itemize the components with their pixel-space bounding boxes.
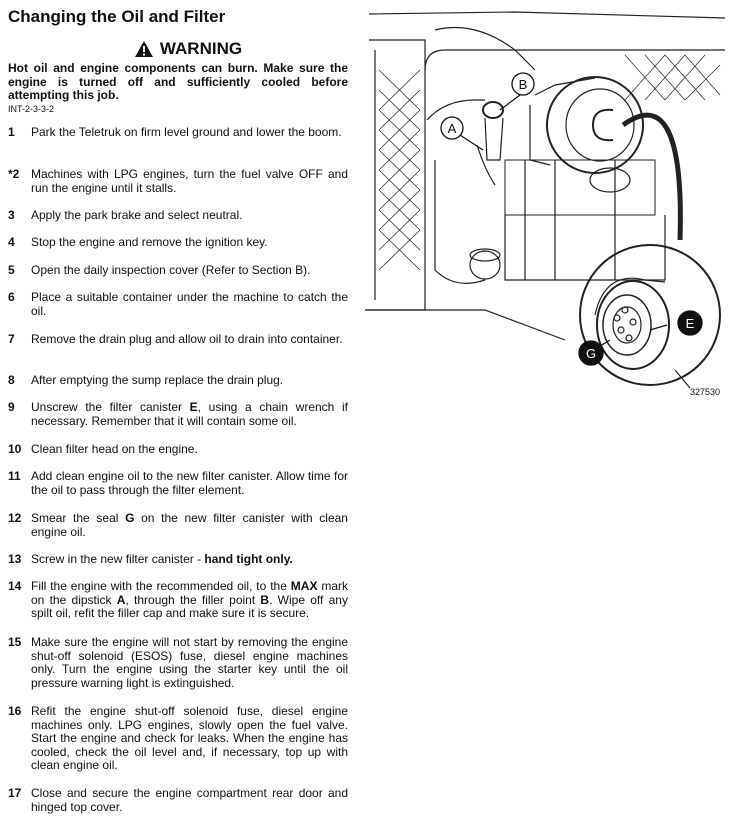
step-text: Machines with LPG engines, turn the fuel…: [31, 167, 348, 195]
step-text-run: Stop the engine and remove the ignition …: [31, 235, 268, 249]
engine-illustration: A B E G: [365, 11, 725, 389]
warning-label: WARNING: [159, 39, 243, 58]
step-item: 6 Place a suitable container under the ma…: [8, 290, 348, 318]
step-text-run: After emptying the sump replace the drai…: [31, 373, 284, 387]
step-text-run: , through the filler point: [125, 592, 261, 607]
step-text: Smear the seal G on the new filter canis…: [31, 511, 348, 539]
step-item: 11 Add clean engine oil to the new filter…: [8, 469, 348, 497]
step-number: 1: [8, 125, 15, 139]
step-text-run: . Wipe off any spilt oil, refit the fill…: [31, 592, 348, 620]
step-text-run: Screw in the new filter canister -: [31, 552, 205, 566]
step-text-run: Add clean engine oil to the new filter c…: [31, 469, 348, 497]
step-text-run: Machines with LPG engines, turn the fuel…: [31, 167, 348, 195]
step-item: 9 Unscrew the filter canister E, using a …: [8, 400, 348, 428]
step-number: 5: [8, 263, 15, 277]
step-number: 4: [8, 235, 15, 249]
step-number: 7: [8, 332, 15, 346]
step-text-run: Refit the engine shut-off solenoid fuse,…: [31, 704, 348, 772]
step-text: Fill the engine with the recommended oil…: [31, 579, 349, 621]
step-number: 16: [8, 704, 22, 718]
callout-g: G: [586, 346, 596, 361]
step-item: 4 Stop the engine and remove the ignition…: [8, 235, 348, 250]
step-number: 10: [8, 442, 22, 456]
step-item: 15 Make sure the engine will not start by…: [8, 635, 348, 690]
step-text-run: Apply the park brake and select neutral.: [31, 208, 243, 222]
step-text: After emptying the sump replace the drai…: [31, 373, 348, 388]
step-item: 3 Apply the park brake and select neutral…: [8, 208, 348, 223]
step-text: Place a suitable container under the mac…: [31, 290, 348, 318]
step-text: Park the Teletruk on firm level ground a…: [31, 125, 348, 140]
step-number: 17: [8, 786, 22, 800]
step-text: Add clean engine oil to the new filter c…: [31, 469, 348, 497]
step-text: Stop the engine and remove the ignition …: [31, 235, 348, 250]
step-text-run: Clean filter head on the engine.: [31, 442, 198, 456]
warning-triangle-icon: [134, 41, 153, 57]
step-text-run: Open the daily inspection cover (Refer t…: [31, 263, 311, 277]
step-text: Open the daily inspection cover (Refer t…: [31, 263, 348, 278]
step-text-run: , using a chain wrench if necessary. Rem…: [31, 400, 348, 428]
step-number: 3: [8, 208, 15, 222]
step-text: Apply the park brake and select neutral.: [31, 208, 348, 223]
step-text-run: Unscrew the filter canister: [31, 400, 190, 414]
step-text-bold: E: [189, 400, 198, 414]
step-number: 13: [8, 552, 22, 566]
step-text-bold: hand tight only.: [204, 552, 293, 566]
step-item: 13 Screw in the new filter canister - han…: [8, 552, 348, 567]
step-text: Screw in the new filter canister - hand …: [31, 552, 348, 567]
step-item: 16 Refit the engine shut-off solenoid fus…: [8, 704, 348, 773]
step-number: 8: [8, 373, 15, 387]
step-text-run: mark on the dipstick: [31, 579, 349, 607]
step-text: Close and secure the engine compartment …: [31, 786, 348, 814]
callout-b: B: [519, 77, 528, 92]
step-item: 17 Close and secure the engine compartmen…: [8, 786, 348, 814]
step-item: 10 Clean filter head on the engine.: [8, 442, 348, 457]
step-item: *2 Machines with LPG engines, turn the fu…: [8, 167, 348, 195]
callout-a: A: [448, 121, 457, 136]
step-number: 12: [8, 511, 22, 525]
step-text-bold: MAX: [290, 579, 318, 593]
step-number: 15: [8, 635, 22, 649]
step-text-run: Remove the drain plug and allow oil to d…: [31, 332, 343, 346]
step-text: Clean filter head on the engine.: [31, 442, 348, 457]
step-text: Unscrew the filter canister E, using a c…: [31, 400, 348, 428]
step-text-run: on the new filter canister with clean en…: [31, 511, 348, 539]
step-number: 9: [8, 400, 15, 414]
warning-code: INT-2-3-3-2: [8, 103, 55, 114]
step-item: 7 Remove the drain plug and allow oil to …: [8, 332, 348, 347]
step-number: 14: [8, 579, 22, 593]
step-text-run: Place a suitable container under the mac…: [31, 290, 348, 318]
figure-number: 327530: [690, 387, 721, 397]
step-text-bold: A: [116, 592, 126, 607]
step-item: 12 Smear the seal G on the new filter can…: [8, 511, 348, 539]
step-text-run: Smear the seal: [31, 511, 126, 525]
step-text-run: Fill the engine with the recommended oil…: [31, 579, 291, 593]
step-text-run: Close and secure the engine compartment …: [31, 786, 348, 814]
step-item: 5 Open the daily inspection cover (Refer …: [8, 263, 348, 278]
step-text-run: Park the Teletruk on firm level ground a…: [31, 125, 342, 139]
step-text: Refit the engine shut-off solenoid fuse,…: [31, 704, 348, 773]
callout-e: E: [686, 316, 695, 331]
page-title: Changing the Oil and Filter: [8, 7, 226, 26]
step-item: 1 Park the Teletruk on firm level ground …: [8, 125, 348, 140]
step-item: 14 Fill the engine with the recommended o…: [8, 579, 349, 621]
warning-heading: WARNING: [28, 39, 348, 59]
step-number: *2: [8, 167, 20, 181]
step-number: 11: [8, 469, 21, 483]
step-text-run: Make sure the engine will not start by r…: [31, 635, 348, 690]
step-text-bold: G: [125, 511, 135, 525]
step-text: Make sure the engine will not start by r…: [31, 635, 348, 690]
instructions-column: Changing the Oil and Filter WARNING Hot …: [8, 8, 348, 115]
step-text-bold: B: [260, 592, 270, 607]
warning-text: Hot oil and engine components can burn. …: [8, 61, 348, 102]
step-text: Remove the drain plug and allow oil to d…: [31, 332, 348, 347]
step-number: 6: [8, 290, 15, 304]
step-item: 8 After emptying the sump replace the dra…: [8, 373, 348, 388]
